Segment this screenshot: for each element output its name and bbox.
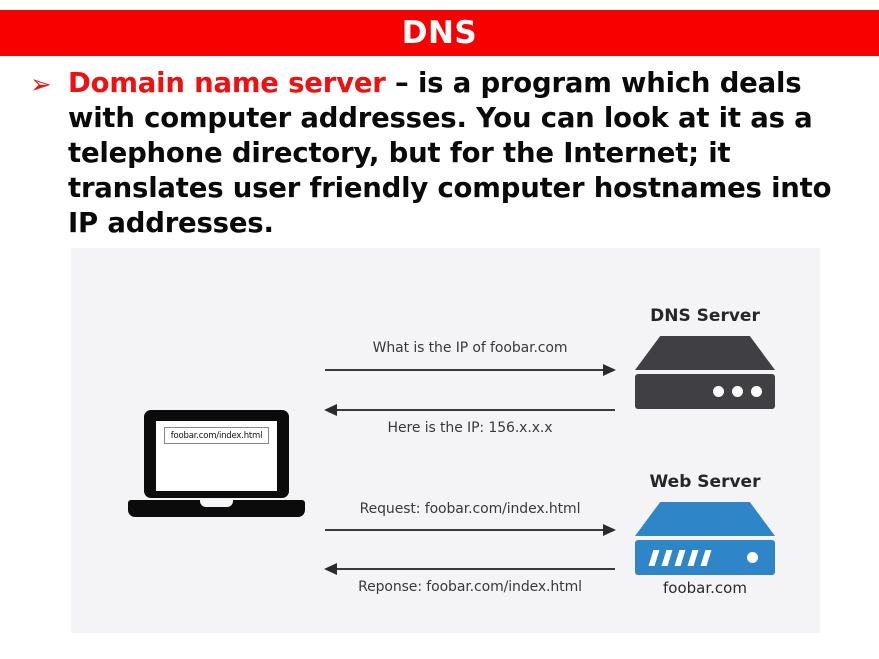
server-led-icon (747, 552, 758, 563)
message-arrow-4 (324, 562, 615, 576)
arrow-line (337, 568, 615, 570)
laptop-base (128, 500, 305, 517)
bullet-block: ➢ Domain name server – is a program whic… (24, 66, 860, 241)
arrow-head-left-icon (324, 563, 337, 575)
message-label-3: Request: foobar.com/index.html (359, 501, 581, 517)
message-arrow-3 (325, 523, 616, 537)
bullet-arrow-icon: ➢ (30, 70, 52, 100)
arrow-head-left-icon (324, 404, 337, 416)
slide-title-bar: DNS (0, 10, 879, 56)
page-title: DNS (401, 14, 478, 51)
message-label-2: Here is the IP: 156.x.x.x (387, 420, 553, 436)
dns-server-top-shape (635, 336, 775, 370)
server-drive-slot-icon (674, 550, 686, 566)
message-arrow-2 (324, 403, 615, 417)
arrow-line (337, 409, 615, 411)
client-laptop-icon: foobar.com/index.html (128, 410, 305, 520)
server-led-icon (732, 386, 743, 397)
server-drive-slot-icon (648, 550, 660, 566)
server-drive-slot-icon (700, 550, 712, 566)
arrow-head-right-icon (603, 524, 616, 536)
dns-server-body-shape (635, 374, 775, 409)
arrow-line (325, 369, 603, 371)
browser-url-bar: foobar.com/index.html (164, 427, 269, 444)
message-label-1: What is the IP of foobar.com (372, 340, 568, 356)
message-arrow-1 (325, 363, 616, 377)
arrow-head-right-icon (603, 364, 616, 376)
server-led-icon (713, 386, 724, 397)
web-server-label: Web Server (649, 472, 761, 492)
web-server-top-shape (635, 502, 775, 536)
bullet-body-text: – is a program which deals with computer… (68, 67, 832, 239)
server-led-icon (751, 386, 762, 397)
server-drive-slot-icon (661, 550, 673, 566)
arrow-line (325, 529, 603, 531)
browser-url-text: foobar.com/index.html (170, 430, 263, 441)
web-server-domain-label: foobar.com (663, 579, 747, 597)
message-label-4: Reponse: foobar.com/index.html (358, 579, 582, 595)
bullet-paragraph: Domain name server – is a program which … (68, 66, 860, 241)
web-server-body-shape (635, 540, 775, 575)
dns-server-label: DNS Server (650, 306, 760, 326)
term-highlight: Domain name server (68, 67, 386, 99)
dns-flow-diagram: foobar.com/index.html What is the IP of … (71, 248, 820, 633)
laptop-lid: foobar.com/index.html (144, 410, 289, 498)
laptop-screen: foobar.com/index.html (156, 421, 277, 491)
laptop-trackpad-notch (200, 500, 233, 507)
server-drive-slot-icon (687, 550, 699, 566)
